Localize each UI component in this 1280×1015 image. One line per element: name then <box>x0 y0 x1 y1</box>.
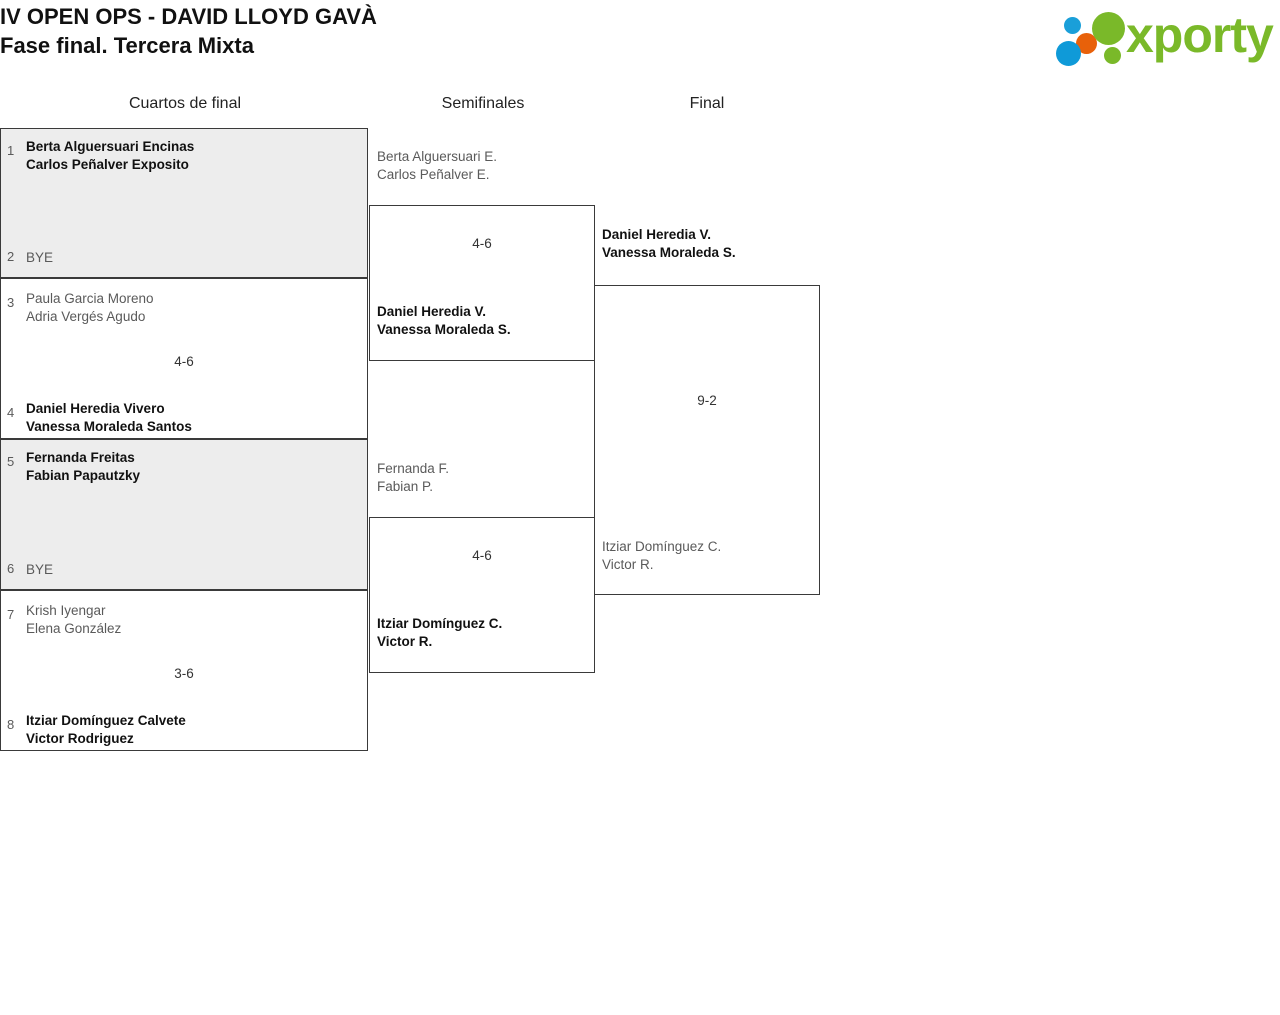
player-name: Daniel Heredia V. <box>602 227 712 242</box>
qf-1-top-players: Berta Alguersuari Encinas Carlos Peñalve… <box>26 138 361 174</box>
player-name: Daniel Heredia V. <box>377 304 487 319</box>
seed-number-4: 4 <box>7 405 15 420</box>
logo-dots-icon <box>1054 10 1132 66</box>
qf-4-bottom-players: Itziar Domínguez Calvete Victor Rodrigue… <box>26 712 361 748</box>
final-top-players: Daniel Heredia V. Vanessa Moraleda S. <box>602 226 736 262</box>
player-name: Paula Garcia Moreno <box>26 291 154 306</box>
qf-1-bottom-bye: BYE <box>26 250 54 265</box>
player-name: Fabian Papautzky <box>26 468 141 483</box>
player-name: Itziar Domínguez C. <box>602 539 722 554</box>
player-name: Vanessa Moraleda S. <box>602 245 736 260</box>
round-header-final: Final <box>689 95 725 112</box>
match-box-qf-2[interactable]: 3 Paula Garcia Moreno Adria Vergés Agudo… <box>0 278 368 439</box>
player-name: Vanessa Moraleda S. <box>377 322 511 337</box>
seed-number-3: 3 <box>7 295 15 310</box>
match-box-sf-2[interactable] <box>369 517 595 673</box>
match-box-final[interactable] <box>594 285 820 595</box>
seed-number-8: 8 <box>7 717 15 732</box>
player-name: Fernanda F. <box>377 461 450 476</box>
match-box-qf-3[interactable]: 5 Fernanda Freitas Fabian Papautzky 6 BY… <box>0 439 368 590</box>
score-final: 9-2 <box>697 393 717 408</box>
player-name: Adria Vergés Agudo <box>26 309 146 324</box>
final-bottom-players: Itziar Domínguez C. Victor R. <box>602 538 721 574</box>
player-name: Victor Rodriguez <box>26 731 134 746</box>
logo-dot-green-small-icon <box>1104 47 1121 64</box>
player-name: Fernanda Freitas <box>26 450 135 465</box>
score-sf-1: 4-6 <box>472 236 492 251</box>
match-box-qf-4[interactable]: 7 Krish Iyengar Elena González 8 Itziar … <box>0 590 368 751</box>
logo-dot-green-large-icon <box>1092 12 1125 45</box>
seed-number-7: 7 <box>7 607 15 622</box>
xporty-logo[interactable]: xporty <box>1042 6 1274 66</box>
qf-3-top-players: Fernanda Freitas Fabian Papautzky <box>26 449 361 485</box>
score-sf-2: 4-6 <box>472 548 492 563</box>
logo-dot-blue-large-icon <box>1056 41 1081 66</box>
player-name: Victor R. <box>377 634 433 649</box>
player-name: Elena González <box>26 621 122 636</box>
logo-dot-blue-small-icon <box>1064 17 1081 34</box>
player-name: Carlos Peñalver E. <box>377 167 490 182</box>
player-name: Berta Alguersuari Encinas <box>26 139 195 154</box>
seed-number-5: 5 <box>7 454 15 469</box>
qf-2-top-players: Paula Garcia Moreno Adria Vergés Agudo <box>26 290 361 326</box>
player-name: Krish Iyengar <box>26 603 106 618</box>
round-header-quarterfinals: Cuartos de final <box>128 95 242 112</box>
match-box-qf-1[interactable]: 1 Berta Alguersuari Encinas Carlos Peñal… <box>0 128 368 278</box>
player-name: Itziar Domínguez Calvete <box>26 713 186 728</box>
logo-dot-orange-icon <box>1076 33 1097 54</box>
logo-wordmark: xporty <box>1126 7 1274 63</box>
qf-3-bottom-bye: BYE <box>26 562 54 577</box>
player-name: Victor R. <box>602 557 654 572</box>
player-name: Berta Alguersuari E. <box>377 149 498 164</box>
sf-1-bottom-players: Daniel Heredia V. Vanessa Moraleda S. <box>377 303 511 339</box>
tournament-title-line2: Fase final. Tercera Mixta <box>0 33 254 59</box>
tournament-title-line1: IV OPEN OPS - DAVID LLOYD GAVÀ <box>0 4 377 29</box>
score-qf-4: 3-6 <box>174 666 194 681</box>
player-name: Daniel Heredia Vivero <box>26 401 165 416</box>
sf-2-bottom-players: Itziar Domínguez C. Victor R. <box>377 615 502 651</box>
player-name: Vanessa Moraleda Santos <box>26 419 192 434</box>
seed-number-6: 6 <box>7 561 15 576</box>
tournament-title: IV OPEN OPS - DAVID LLOYD GAVÀ Fase fina… <box>0 2 900 60</box>
qf-2-bottom-players: Daniel Heredia Vivero Vanessa Moraleda S… <box>26 400 361 436</box>
player-name: Carlos Peñalver Exposito <box>26 157 189 172</box>
seed-number-1: 1 <box>7 143 15 158</box>
sf-1-top-players: Berta Alguersuari E. Carlos Peñalver E. <box>377 148 497 184</box>
round-header-semifinals: Semifinales <box>441 95 525 112</box>
sf-2-top-players: Fernanda F. Fabian P. <box>377 460 449 496</box>
match-box-sf-1[interactable] <box>369 205 595 361</box>
player-name: Itziar Domínguez C. <box>377 616 503 631</box>
score-qf-2: 4-6 <box>174 354 194 369</box>
seed-number-2: 2 <box>7 249 15 264</box>
qf-4-top-players: Krish Iyengar Elena González <box>26 602 361 638</box>
player-name: Fabian P. <box>377 479 434 494</box>
